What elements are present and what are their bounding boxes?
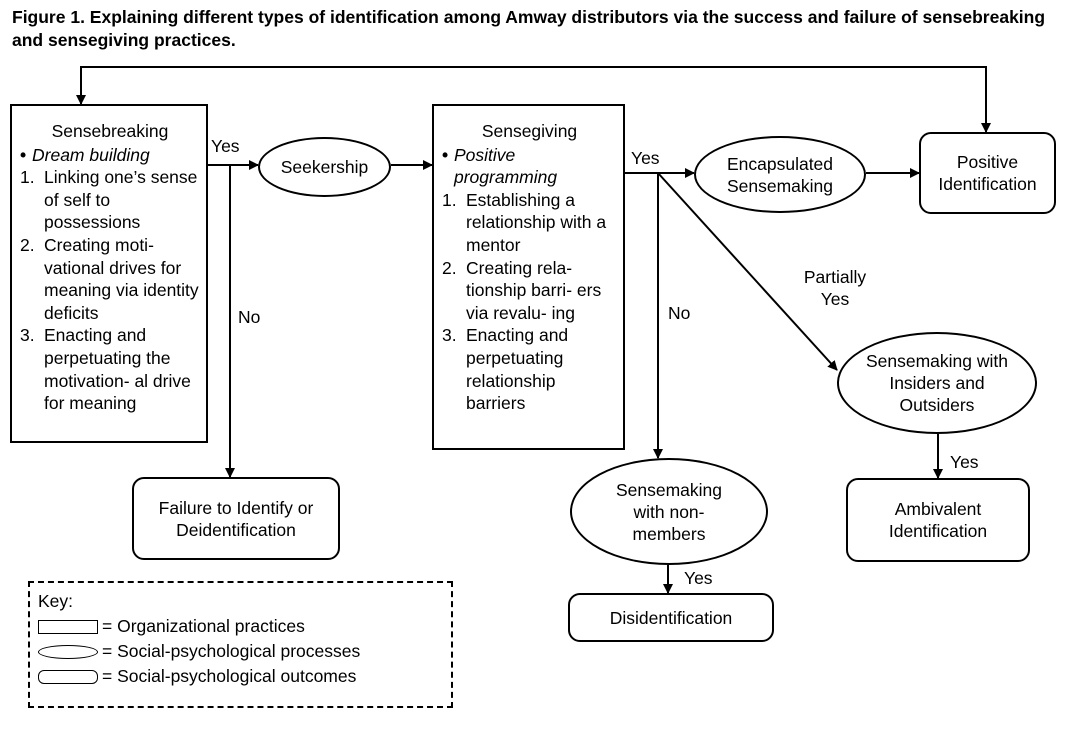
edge-label-yes: Yes — [631, 148, 660, 168]
seekership-label: Seekership — [280, 157, 369, 177]
non-members-label: Sensemaking with non-members — [615, 479, 723, 544]
rounded-rectangle-symbol-icon — [38, 669, 98, 684]
positive-identification-label: Positive Identification — [938, 152, 1037, 194]
edge-label-yes: Yes — [684, 568, 713, 588]
list-item: 1.Linking one’s sense of self to possess… — [20, 167, 198, 233]
seekership-oval: Seekership — [258, 137, 391, 197]
bullet-dot-icon: • — [20, 144, 27, 165]
positive-identification-box: Positive Identification — [919, 132, 1056, 214]
encapsulated-sensemaking-oval: Encapsulated Sensemaking — [694, 136, 866, 213]
sensebreaking-heading: Sensebreaking — [51, 121, 169, 141]
key-processes-label: = Social-psychological processes — [102, 641, 361, 661]
list-item: 2.Creating rela- tionship barri- ers via… — [442, 257, 602, 323]
edge-label-no: No — [668, 303, 691, 323]
insiders-outsiders-oval: Sensemaking with Insiders and Outsiders — [837, 332, 1037, 434]
arrow-to-insiders-outsiders — [657, 172, 838, 371]
key-row-organizational: = Organizational practices — [38, 614, 443, 639]
list-item: 3.Enacting and perpetuating relationship… — [442, 325, 569, 414]
sensegiving-bullet: • Positive programming — [442, 144, 617, 189]
rectangle-symbol-icon — [38, 619, 98, 634]
diagram-key: Key: = Organizational practices = Social… — [28, 581, 453, 708]
key-title: Key: — [38, 591, 74, 611]
disidentification-box: Disidentification — [568, 593, 774, 642]
edge-label-yes: Yes — [211, 136, 240, 156]
failure-box: Failure to Identify or Deidentification — [132, 477, 340, 560]
disidentification-label: Disidentification — [609, 607, 733, 628]
sensebreaking-list: 1.Linking one’s sense of self to possess… — [20, 166, 200, 415]
ambivalent-identification-label: Ambivalent Identification — [888, 499, 988, 541]
non-members-oval: Sensemaking with non-members — [570, 458, 768, 565]
edge-label-no: No — [238, 307, 261, 327]
figure-title: Figure 1. Explaining different types of … — [12, 7, 1046, 50]
key-outcomes-label: = Social-psychological outcomes — [102, 666, 357, 686]
list-item: 3.Enacting and perpetuating the motivati… — [20, 325, 191, 414]
sensebreaking-bullet: • Dream building — [20, 144, 200, 167]
bullet-dot-icon: • — [442, 144, 449, 165]
oval-symbol-icon — [38, 644, 98, 659]
key-row-processes: = Social-psychological processes — [38, 639, 443, 664]
ambivalent-identification-box: Ambivalent Identification — [846, 478, 1030, 562]
sensegiving-list: 1.Establishing a relationship with a men… — [442, 189, 617, 415]
insiders-outsiders-label: Sensemaking with Insiders and Outsiders — [865, 351, 1009, 415]
sensegiving-box: Sensegiving • Positive programming 1.Est… — [432, 104, 625, 450]
sensebreaking-bullet-text: Dream building — [32, 144, 150, 165]
list-item: 2.Creating moti- vational drives for mea… — [20, 234, 199, 323]
key-row-outcomes: = Social-psychological outcomes — [38, 664, 443, 689]
edge-label-partially-yes: Partially Yes — [803, 267, 867, 309]
key-organizational-label: = Organizational practices — [102, 616, 305, 636]
edge-label-yes: Yes — [950, 452, 979, 472]
sensegiving-heading: Sensegiving — [481, 121, 578, 141]
encapsulated-sensemaking-label: Encapsulated Sensemaking — [726, 153, 834, 196]
sensegiving-bullet-text: Positive programming — [454, 144, 558, 188]
list-item: 1.Establishing a relationship with a men… — [442, 189, 607, 255]
sensebreaking-box: Sensebreaking • Dream building 1.Linking… — [10, 104, 208, 443]
failure-label: Failure to Identify or Deidentification — [158, 497, 314, 540]
